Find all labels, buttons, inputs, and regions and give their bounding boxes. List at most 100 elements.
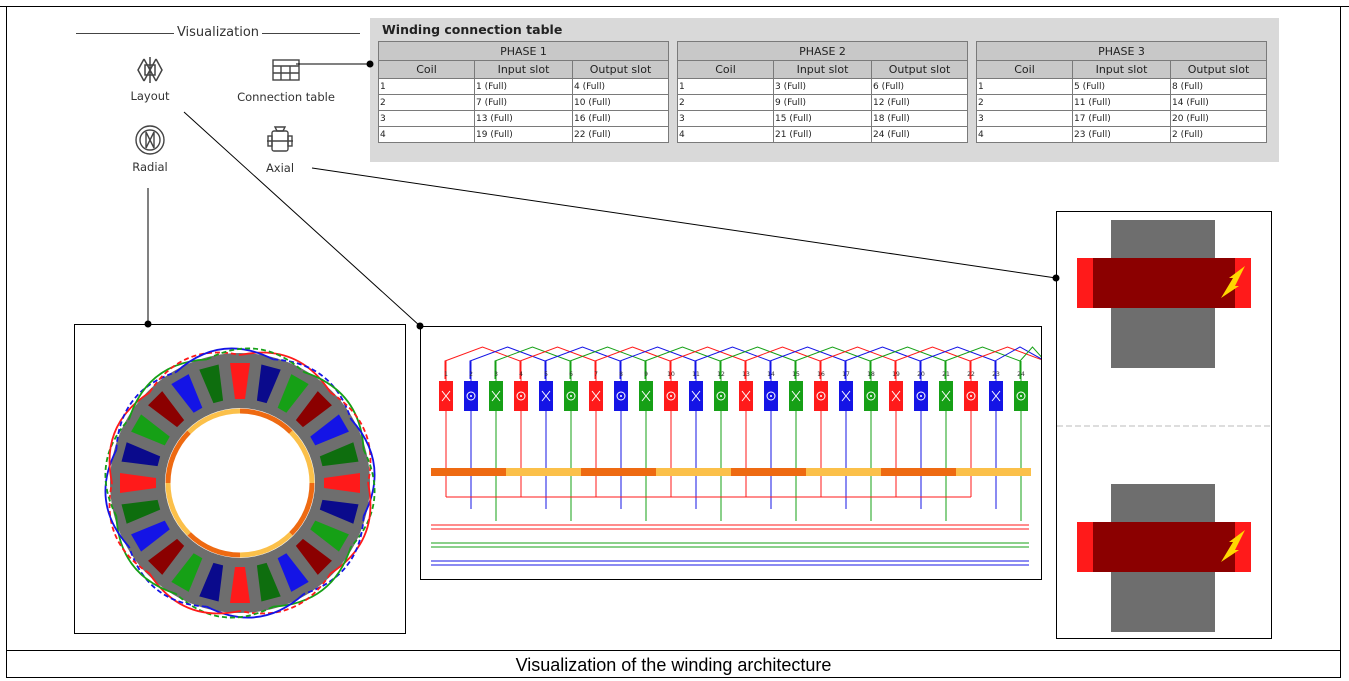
end-winding-arc [330,482,372,575]
radial-slot [131,414,170,446]
current-out-of-page-dot [470,395,472,397]
rotor-segment [289,482,315,536]
radial-slot [277,553,309,592]
current-into-page-symbol [591,390,601,402]
overhead-connection [844,346,921,379]
pole-bar-segment [881,468,956,476]
overhead-connection [569,346,646,379]
end-winding-arc [148,351,241,393]
end-winding-arc [108,391,150,484]
end-winding-arc [330,391,372,484]
current-out-of-page-symbol [816,391,826,401]
slot-number: 10 [667,371,675,378]
overhead-connection [894,346,971,379]
current-out-of-page-dot [670,395,672,397]
end-winding-arc [148,573,241,615]
current-into-page-symbol [941,390,951,402]
output-slot-cell: 22 (Full) [572,126,669,143]
overhead-connection [544,346,621,379]
radial-slot [148,391,185,428]
overhead-connection [744,346,821,379]
current-out-of-page-symbol [766,391,776,401]
col-header-output-slot: Output slot [1170,60,1267,79]
slot-number: 15 [792,371,800,378]
connector-dot-layout [416,322,424,330]
overhead-connection [769,346,846,379]
current-out-of-page-symbol [616,391,626,401]
slot-number: 23 [992,371,1000,378]
axial-view-panel [1056,211,1272,639]
radial-slot [295,391,332,428]
radial-label: Radial [132,160,168,174]
current-into-page-symbol [491,390,501,402]
connection-table-button[interactable]: Connection table [236,57,336,104]
overhead-connection [644,346,721,379]
layout-button[interactable]: Layout [100,55,200,103]
connection-table-label: Connection table [237,90,335,104]
current-out-of-page-symbol [966,391,976,401]
end-winding-arc [350,449,376,548]
current-into-page-symbol [741,390,751,402]
end-winding-arc [128,358,207,420]
pole-bar-segment [506,468,581,476]
end-winding-arc [175,347,274,373]
current-into-page-symbol [991,390,1001,402]
figure-frame [6,6,1341,678]
end-winding-arc [273,358,352,420]
radial-slot [319,499,359,524]
phase-header: PHASE 1 [378,41,669,61]
pole-bar-segment [656,468,731,476]
axial-button[interactable]: Axial [230,125,330,175]
current-out-of-page-symbol [516,391,526,401]
current-out-of-page-symbol [466,391,476,401]
overhead-connection [669,346,746,379]
winding-overhang [1077,258,1251,308]
overhead-connection [594,346,671,379]
slot-number: 5 [544,371,548,378]
end-winding-arc [206,593,305,619]
rotor-segment [187,408,241,434]
slot-number: 11 [692,371,700,378]
radial-view-panel [74,324,406,634]
current-out-of-page-symbol [1016,391,1026,401]
input-slot-cell: 19 (Full) [474,126,573,143]
radial-button[interactable]: Radial [100,124,200,174]
slot-number: 19 [892,371,900,378]
current-out-of-page-dot [870,395,872,397]
current-into-page-symbol [891,390,901,402]
end-winding-arc [104,449,130,548]
phase-header: PHASE 3 [976,41,1267,61]
overhead-connection [944,346,1021,379]
col-header-input-slot: Input slot [474,60,573,79]
overhead-connection [919,346,996,379]
slot-number: 22 [967,371,975,378]
slot-number: 12 [717,371,725,378]
output-slot-cell: 6 (Full) [871,78,968,95]
radial-slot [171,553,203,592]
slot-number: 16 [817,371,825,378]
rotor-segment [239,408,293,434]
overhead-connection [444,346,521,379]
slot-number: 1 [444,371,448,378]
col-header-input-slot: Input slot [1072,60,1171,79]
radial-slot [121,499,161,524]
overhead-connection [619,346,696,379]
current-out-of-page-dot [1020,395,1022,397]
current-out-of-page-dot [570,395,572,397]
radial-slot [131,520,170,552]
axial-label: Axial [265,161,295,175]
end-winding-arc [239,351,332,393]
lightning-icon [1221,530,1245,562]
radial-slot [230,363,250,399]
layout-label: Layout [130,89,170,103]
slot-number: 14 [767,371,775,378]
radial-slot [310,520,349,552]
overhead-connection [994,346,1046,379]
end-winding-arc [350,418,376,517]
